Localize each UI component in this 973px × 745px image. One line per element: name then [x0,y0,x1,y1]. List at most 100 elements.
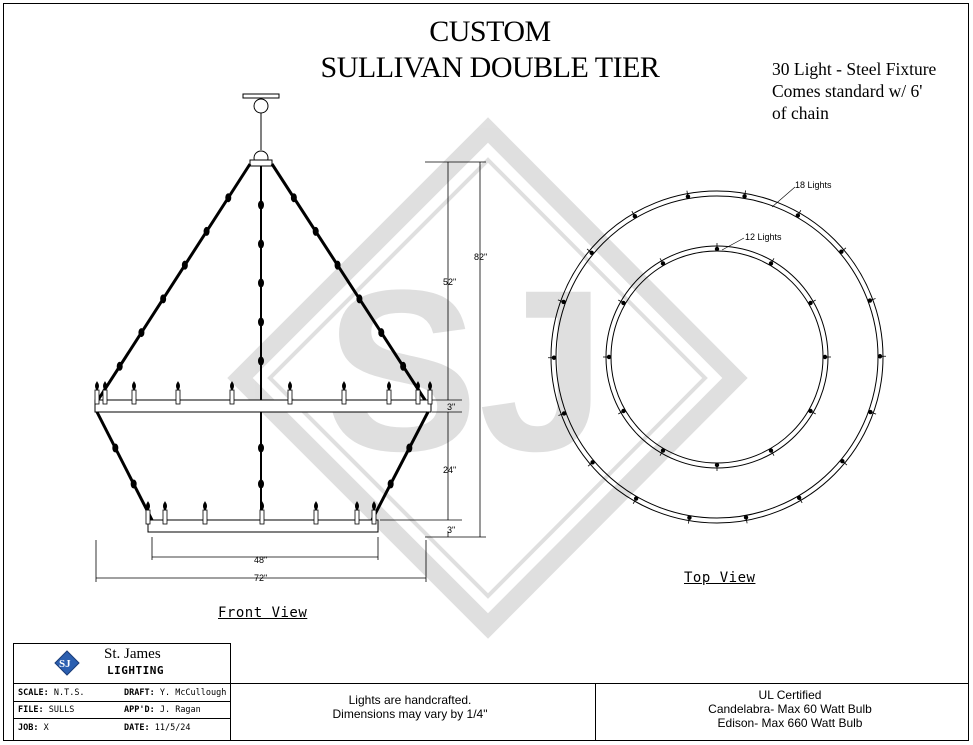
sj-watermark: SJ [227,117,748,639]
light-stem [770,258,775,264]
drawing-sheet [3,3,969,741]
chain-link [400,361,407,371]
spec-line2: Comes standard w/ 6' [772,81,923,101]
dim-overall-height: 82" [474,252,487,262]
chain-link [258,200,264,210]
chain-link [258,443,264,453]
light-marker [868,409,873,415]
light-marker [551,355,557,360]
appd-value: J. Ragan [159,705,201,715]
top-view-leaders [721,186,796,251]
candle-icon [427,381,433,405]
light-stem [659,258,664,264]
note-line1: Lights are handcrafted. [348,693,472,707]
spec-line1: 30 Light - Steel Fixture [772,59,937,79]
date-value: 11/5/24 [154,723,191,733]
light-stem [770,450,775,456]
light-stem [688,517,690,524]
job-key: JOB: [18,723,39,733]
chain-link [406,443,413,453]
dimension-labels: 82" 52" 3" 24" 3" 48" 72" [254,252,487,583]
dim-bottom-width: 48" [254,555,267,565]
light-stem [618,410,624,415]
chain-link [258,239,264,249]
svg-text:SJ: SJ [59,658,71,670]
light-stem [632,498,637,504]
candle-icon [313,501,319,525]
handcrafted-note: Lights are handcrafted. Dimensions may v… [300,693,520,721]
candle-icon [175,381,181,405]
candle-icon [386,381,392,405]
title-block-fields: SCALE: N.T.S. DRAFT: Y. McCullough FILE:… [13,683,231,741]
company-name: St. James [104,646,161,662]
light-stem [557,299,564,303]
chain-link [181,260,188,270]
light-stem [810,410,816,415]
chain-link [387,479,394,489]
light-marker [768,448,774,453]
page-title-line2: SULLIVAN DOUBLE TIER [320,51,660,84]
draft-key: DRAFT: [124,688,155,698]
notes-bar [231,683,969,741]
chain-link [378,328,385,338]
ul-line1: UL Certified [758,688,822,702]
candle-icon [229,381,235,405]
ul-line2: Candelabra- Max 60 Watt Bulb [708,702,872,716]
chain-link [160,294,167,304]
dim-upper-height: 52" [443,277,456,287]
light-stem [797,210,802,216]
svg-text:SJ: SJ [325,242,606,499]
page-title-line1: CUSTOM [429,15,551,48]
candle-icon [202,501,208,525]
front-view-label: Front View [218,605,308,621]
ul-note: UL Certified Candelabra- Max 60 Watt Bul… [680,688,900,730]
dim-band-bottom: 3" [447,525,455,535]
light-stem [842,460,848,466]
chain-link [225,193,232,203]
light-stem [586,248,592,254]
draft-value: Y. McCullough [159,688,227,698]
light-stem [841,247,847,252]
candle-icon [415,381,421,405]
front-dimensions [95,161,486,582]
fixture-spec: 30 Light - Steel Fixture Comes standard … [772,58,936,124]
company-sub: LIGHTING [107,664,164,677]
chain-link [138,328,145,338]
chain-link [290,193,297,203]
light-stem [631,210,636,217]
light-stem [587,462,593,467]
light-stem [558,413,565,416]
note-line2: Dimensions may vary by 1/4" [332,707,488,721]
candle-icon [371,501,377,525]
candle-icon [94,381,100,405]
dim-lower-height: 24" [443,465,456,475]
front-view-candles [94,381,433,525]
candle-icon [259,501,265,525]
light-stem [798,497,803,504]
file-value: SULLS [48,705,75,715]
appd-key: APP'D: [124,705,155,715]
candle-icon [162,501,168,525]
chain-link [112,443,119,453]
chain-link [130,479,137,489]
candle-icon [102,381,108,405]
ul-line3: Edison- Max 660 Watt Bulb [717,716,863,730]
dim-band-top: 3" [447,402,455,412]
file-key: FILE: [18,705,44,715]
job-value: X [43,723,49,733]
light-stem [618,299,624,304]
candle-icon [145,501,151,525]
chain-link [116,361,123,371]
light-marker [660,448,666,453]
light-stem [686,190,689,197]
candle-icon [287,381,293,405]
light-stem [810,299,816,304]
date-key: DATE: [124,723,150,733]
scale-value: N.T.S. [53,688,85,698]
label-outer-lights: 18 Lights [795,180,832,190]
notes-divider [595,683,596,741]
candle-icon [131,381,137,405]
light-marker [633,496,639,501]
dim-top-width: 72" [254,573,267,583]
chain-link [258,356,264,366]
